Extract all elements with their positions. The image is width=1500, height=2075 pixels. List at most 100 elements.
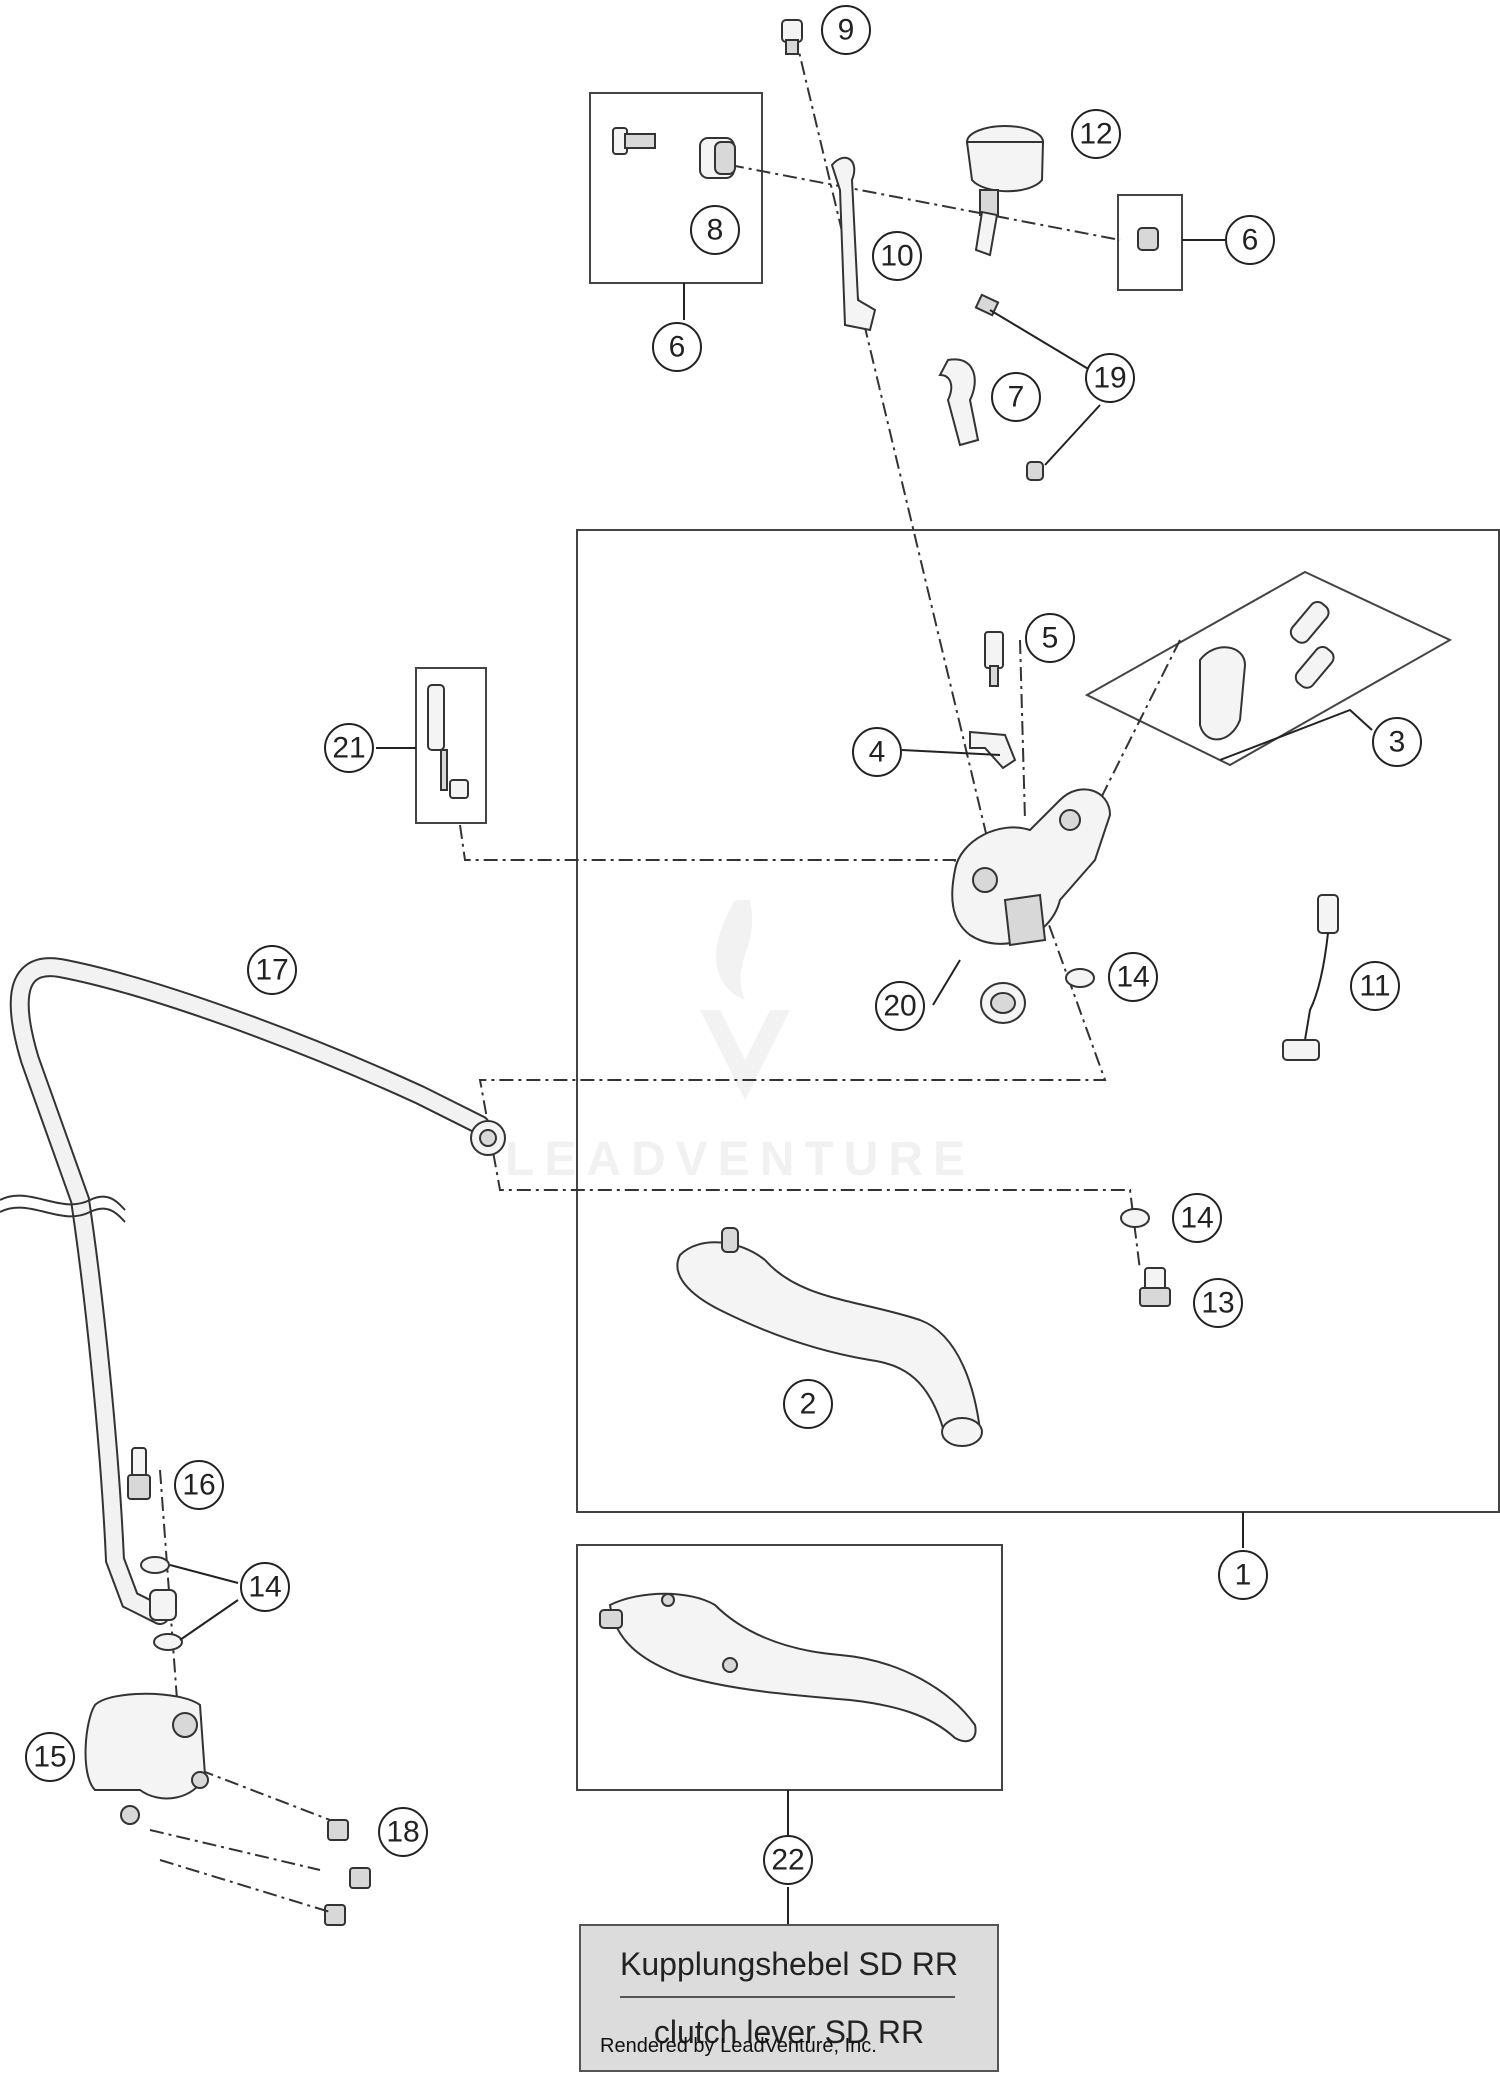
callout-20[interactable]: 20: [875, 981, 925, 1031]
callout-12[interactable]: 12: [1071, 109, 1121, 159]
part-3-clamp: [1199, 600, 1335, 741]
label-line-english: clutch lever SD RR: [654, 2014, 924, 2050]
svg-text:8: 8: [707, 214, 724, 247]
svg-text:5: 5: [1042, 622, 1059, 655]
callout-2[interactable]: 2: [783, 1379, 833, 1429]
callout-17[interactable]: 17: [247, 945, 297, 995]
chain-line-banjo-5: [1019, 639, 1026, 821]
svg-text:7: 7: [1008, 381, 1025, 414]
chain-line-part-21: [459, 824, 959, 901]
svg-text:11: 11: [1359, 970, 1390, 1003]
callout-21[interactable]: 21: [324, 723, 374, 773]
svg-text:6: 6: [669, 331, 686, 364]
leader-20: [932, 959, 961, 1006]
callout-16[interactable]: 16: [174, 1460, 224, 1510]
callout-18[interactable]: 18: [378, 1807, 428, 1857]
svg-text:14: 14: [248, 1571, 281, 1604]
part-20-boot: [980, 982, 1026, 1024]
chain-line-hose-route: [478, 899, 1141, 1271]
callout-1[interactable]: 1: [1218, 1550, 1268, 1600]
svg-text:17: 17: [255, 954, 288, 987]
callout-13[interactable]: 13: [1193, 1278, 1243, 1328]
frame-part-6-right: [1117, 194, 1183, 291]
chain-line-clamp: [1069, 639, 1181, 861]
svg-text:19: 19: [1093, 362, 1126, 395]
callout-6-right[interactable]: 6: [1225, 215, 1275, 265]
master-cylinder-body: [951, 788, 1112, 947]
part-22-label-box: Kupplungshebel SD RR clutch lever SD RR: [579, 1924, 999, 2072]
part-7-hose: [938, 358, 980, 447]
render-credit: Rendered by LeadVenture, Inc.: [600, 2035, 877, 2057]
part-22-lever: [599, 1592, 977, 1743]
svg-text:14: 14: [1180, 1202, 1213, 1235]
svg-text:4: 4: [869, 736, 886, 769]
part-4-pin: [969, 730, 1017, 770]
leader-4: [901, 749, 1001, 756]
leader-19-bottom: [1044, 404, 1101, 466]
svg-text:1: 1: [1235, 1559, 1252, 1592]
part-12-reservoir: [965, 125, 1045, 257]
svg-text:10: 10: [880, 240, 913, 273]
callout-3[interactable]: 3: [1372, 717, 1422, 767]
svg-text:6: 6: [1242, 224, 1259, 257]
part-16-bleeder: [127, 1447, 151, 1500]
chain-line-bolt-9: [794, 34, 991, 851]
leader-19-top: [989, 309, 1091, 371]
watermark-logo: LEADVENTURE: [505, 900, 975, 1186]
chain-line-bolt-18a: [199, 1769, 331, 1821]
callout-10[interactable]: 10: [872, 231, 922, 281]
part-15-slave-cylinder: [84, 1692, 209, 1825]
callout-19[interactable]: 19: [1085, 353, 1135, 403]
leader-14-bottom-a: [169, 1564, 239, 1584]
callout-14-middle[interactable]: 14: [1172, 1193, 1222, 1243]
part-19-screws: [974, 293, 1044, 481]
part-17-hose: [0, 957, 506, 1625]
frame-part-21: [415, 667, 487, 824]
part-5-banjo-bolt: [984, 631, 1004, 687]
part-10-bracket: [830, 156, 877, 332]
part-8-fitting: [612, 127, 736, 179]
svg-text:22: 22: [771, 1844, 804, 1877]
frame-part-3: [1084, 570, 1453, 767]
svg-text:13: 13: [1201, 1287, 1234, 1320]
callout-22[interactable]: 22: [763, 1835, 813, 1885]
part-6-cap: [1137, 227, 1159, 251]
part-11-sensor: [1282, 894, 1339, 1061]
frame-part-6-left: [589, 92, 763, 284]
leader-3: [1219, 708, 1373, 761]
callout-14-upper[interactable]: 14: [1108, 952, 1158, 1002]
label-line-german: Kupplungshebel SD RR: [620, 1946, 958, 1982]
svg-text:20: 20: [883, 990, 916, 1023]
svg-text:14: 14: [1116, 961, 1149, 994]
callout-5[interactable]: 5: [1025, 613, 1075, 663]
svg-text:2: 2: [800, 1388, 817, 1421]
part-2-lever: [676, 1227, 983, 1447]
frame-part-22: [576, 1544, 1003, 1791]
callout-4[interactable]: 4: [852, 727, 902, 777]
frame-part-1-assembly: [576, 529, 1500, 1513]
svg-text:18: 18: [386, 1816, 419, 1849]
svg-text:9: 9: [838, 14, 855, 47]
callout-6-left[interactable]: 6: [652, 322, 702, 372]
callout-8[interactable]: 8: [690, 205, 740, 255]
svg-text:3: 3: [1389, 726, 1406, 759]
svg-text:21: 21: [332, 732, 365, 765]
chain-line-bolt-18b: [149, 1829, 321, 1871]
part-18-bolts: [159, 1819, 371, 1926]
watermark-text: LEADVENTURE: [505, 1133, 975, 1186]
callout-11[interactable]: 11: [1350, 961, 1400, 1011]
part-14-washers: [140, 968, 1150, 1651]
chain-line-reservoir: [729, 164, 1121, 241]
svg-text:16: 16: [182, 1469, 215, 1502]
callout-15[interactable]: 15: [25, 1732, 75, 1782]
callout-9[interactable]: 9: [821, 5, 871, 55]
part-21-switch: [427, 684, 469, 799]
callout-7[interactable]: 7: [991, 372, 1041, 422]
callout-14-lower[interactable]: 14: [240, 1562, 290, 1612]
leader-14-bottom-b: [179, 1599, 239, 1641]
part-9-bolt: [781, 19, 803, 55]
svg-text:12: 12: [1079, 118, 1112, 151]
svg-text:15: 15: [33, 1741, 66, 1774]
part-13-screw: [1139, 1267, 1171, 1307]
